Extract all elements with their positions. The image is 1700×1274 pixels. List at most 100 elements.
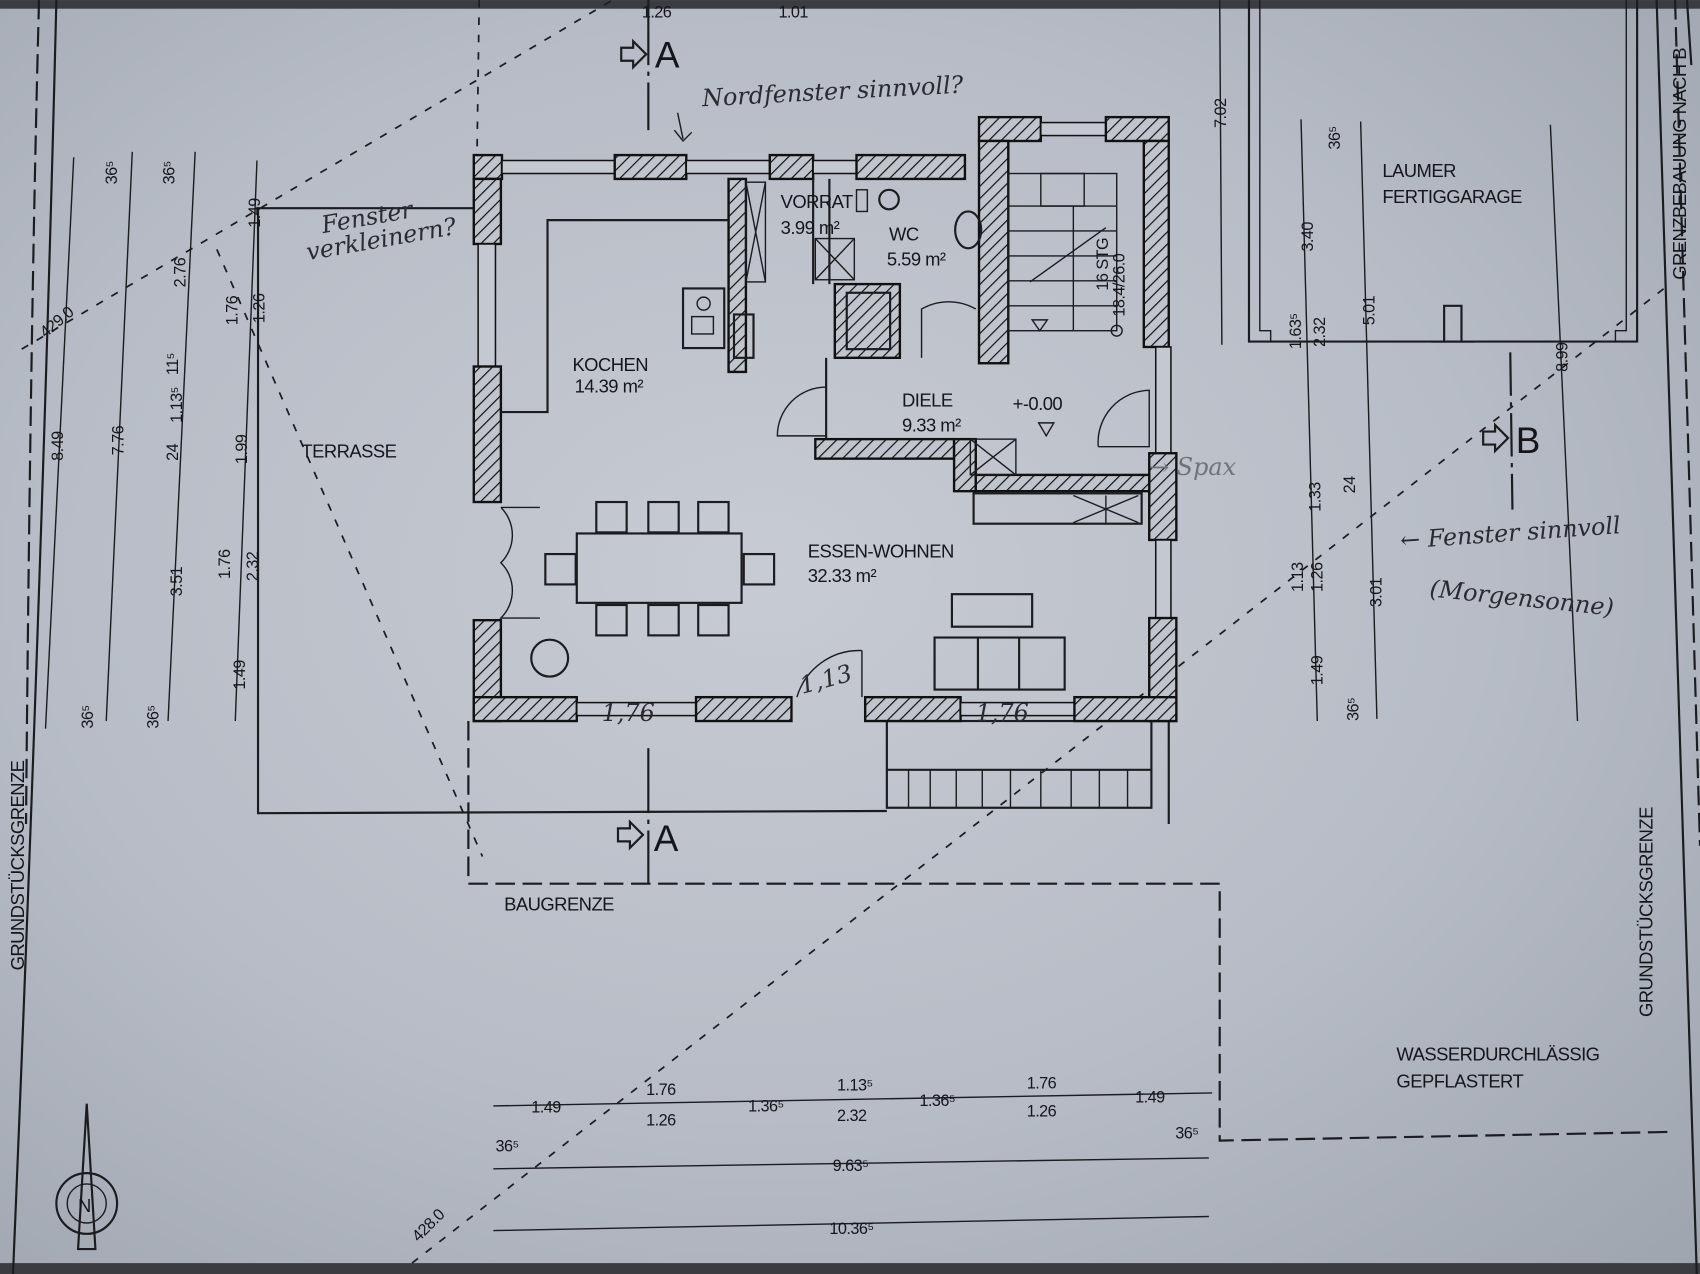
kitchen-counter [500, 219, 755, 414]
dim-bottom-row1: 1.13⁵ [837, 1077, 873, 1095]
level-triangle-icon [1037, 422, 1056, 438]
cabinet-unit [969, 438, 1143, 525]
note-nordfenster: Nordfenster sinnvoll? [700, 71, 964, 113]
note-morgensonne: (Morgensonne) [1428, 574, 1615, 621]
dim-left-col3: 36⁵ [144, 705, 162, 728]
sofa-group [933, 593, 1066, 691]
dim-right-col1: 1.49 [1309, 655, 1327, 685]
dashed-line [476, 0, 481, 152]
dim-left-col2-top: 36⁵ [103, 161, 121, 184]
dim-left-col3: 36⁵ [161, 161, 179, 184]
border-construction-label: GRENZBEBAUUNG NACH B [1669, 48, 1690, 280]
dim-bottom-wall-left: 36⁵ [495, 1137, 518, 1155]
dim-right-col1: 36⁵ [1326, 126, 1344, 149]
section-b-label: B [1516, 420, 1541, 461]
note-window-left: 1,76 [602, 699, 655, 727]
dim-bottom-inner: 9.63⁵ [833, 1157, 869, 1175]
dim-left-total-inner: 7.76 [110, 425, 128, 455]
note-fenster-sinnvoll: ← Fenster sinnvoll [1399, 511, 1621, 554]
house-walls [472, 115, 1178, 723]
dim-left-col4: 1.26 [251, 293, 269, 323]
staircase: 16 STG 18.4/26.0 [1007, 172, 1128, 337]
room-wc-area: 5.59 m² [887, 249, 946, 270]
stairs-ratio: 18.4/26.0 [1110, 253, 1128, 316]
garage [1247, 0, 1639, 343]
photo-edge-top [0, 0, 1700, 9]
room-wc-name: WC [889, 224, 919, 245]
section-marker-a-bottom [616, 748, 650, 884]
garage-label-line2: FERTIGGARAGE [1382, 186, 1522, 207]
dim-left-col4: 1.99 [233, 434, 251, 464]
room-kochen-name: KOCHEN [572, 354, 648, 375]
room-vorrat-name: VORRAT [781, 191, 853, 212]
dim-bottom-row1: 2.32 [837, 1107, 867, 1125]
dim-right-col2: 3.01 [1367, 577, 1385, 607]
note-arrow-icon [673, 112, 693, 143]
dim-left-col4: 1.49 [231, 660, 249, 690]
dim-bottom-wall-right: 36⁵ [1175, 1124, 1198, 1142]
property-boundary-left [11, 0, 58, 1274]
paving-label-line2: GEPFLASTERT [1396, 1070, 1523, 1091]
stairs-steps: 16 STG [1094, 238, 1112, 291]
room-kochen-area: 14.39 m² [575, 376, 644, 397]
room-vorrat-area: 3.99 m² [781, 217, 840, 238]
dim-left-col2-bottom: 36⁵ [79, 705, 97, 728]
plant-circle [530, 638, 570, 678]
dim-bottom-row1: 1.49 [531, 1098, 561, 1116]
dim-right-col1: 1.33 [1307, 482, 1325, 512]
dim-right-col2: 5.01 [1361, 295, 1379, 325]
dim-right-total: 8.99 [1554, 342, 1572, 372]
baugrenze-label: BAUGRENZE [504, 894, 614, 915]
dim-bottom-row1: 1.49 [1135, 1089, 1165, 1107]
terrace-label: TERRASSE [301, 441, 396, 462]
dim-left-total-outer: 8.49 [49, 431, 67, 461]
room-essen-wohnen-name: ESSEN-WOHNEN [808, 540, 954, 561]
dim-right-col1: 1.26 [1309, 562, 1327, 592]
dim-right-col1: 2.32 [1311, 317, 1329, 347]
dim-left-col4: 1.76 [216, 549, 234, 579]
section-a-top-label: A [655, 34, 680, 75]
terrace-outline [256, 207, 887, 815]
dim-top-clipped: 1.26 [642, 3, 672, 21]
dim-bottom-row1: 1.76 [1027, 1075, 1057, 1093]
dim-right-col1: 3.40 [1299, 222, 1317, 252]
dashed-diagonal [411, 283, 1671, 1264]
section-a-bottom-label: A [654, 818, 679, 859]
dim-bottom-row1: 1.26 [646, 1111, 676, 1129]
dimension-lines [44, 0, 1579, 1232]
dim-left-col3: 2.76 [171, 257, 189, 287]
dim-right-col1: 36⁵ [1344, 698, 1362, 721]
north-label: N [78, 1195, 91, 1216]
photo-edge-bottom [0, 1263, 1700, 1274]
dim-bottom-row1: 1.76 [646, 1081, 676, 1099]
note-spax: → Spax [1149, 453, 1236, 481]
property-boundary-right [1655, 0, 1700, 1274]
dim-left-col4: 1.76 [223, 295, 241, 325]
section-marker-b [1482, 352, 1514, 510]
dim-right-col1: 1.13 [1289, 562, 1307, 592]
height-mark-top: 429.0 [37, 303, 78, 342]
dim-left-col4: 1.49 [246, 198, 264, 228]
garage-label-line1: LAUMER [1382, 160, 1456, 181]
dining-table [544, 500, 776, 637]
house-interior-lines [745, 178, 892, 440]
room-diele-area: 9.33 m² [902, 415, 961, 436]
dim-right-col1: 1.63⁵ [1287, 313, 1305, 349]
wc-fixtures [855, 188, 983, 250]
section-marker-a-top [620, 0, 650, 131]
dim-left-col3: 3.51 [168, 566, 186, 596]
doors [499, 301, 1150, 698]
property-boundary-label-left: GRUNDSTÜCKSGRENZE [7, 760, 28, 970]
floor-level: +-0.00 [1013, 393, 1063, 414]
dim-bottom-row1: 1.36⁵ [748, 1097, 784, 1115]
room-diele-name: DIELE [902, 390, 953, 411]
dim-bottom-row1: 1.36⁵ [919, 1092, 955, 1110]
dim-right-garage-depth: 7.02 [1212, 98, 1230, 128]
dim-right-col2: 24 [1341, 476, 1359, 493]
dim-bottom-outer: 10.36⁵ [829, 1220, 873, 1238]
north-arrow-icon: N [55, 1103, 119, 1251]
note-window-right: 1,76 [976, 699, 1029, 727]
dim-left-col3: 11⁵ [164, 353, 182, 375]
dim-left-col3: 24 [164, 443, 182, 460]
